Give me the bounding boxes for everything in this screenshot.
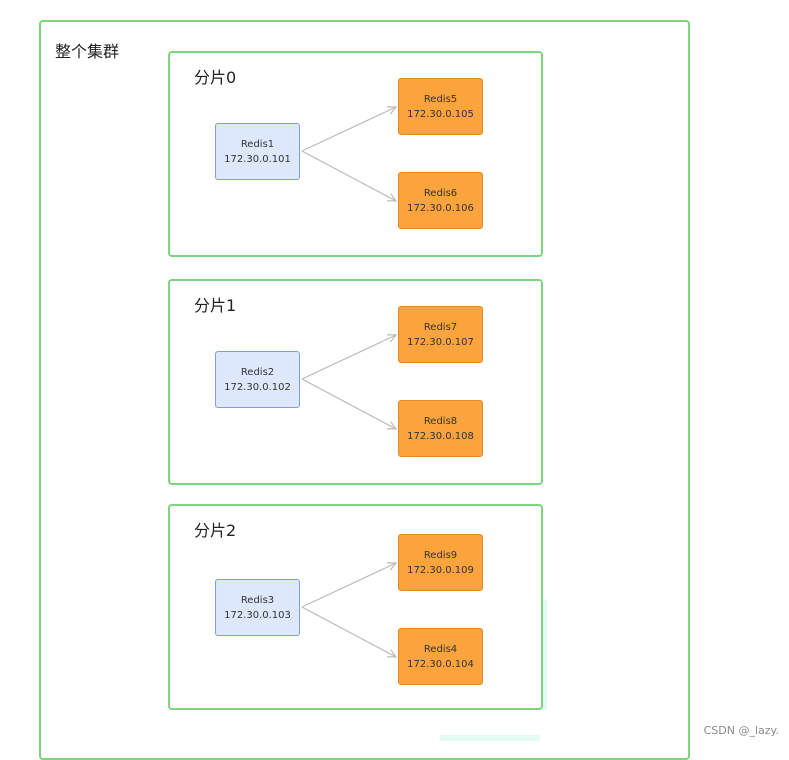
shard-1-title: 分片1 (194, 296, 237, 315)
node-name: Redis9 (423, 549, 458, 561)
node-ip: 172.30.0.102 (224, 381, 291, 393)
node-name: Redis8 (423, 415, 458, 427)
node-ip: 172.30.0.106 (407, 202, 474, 214)
node-ip: 172.30.0.104 (407, 658, 474, 670)
replica-node: Redis5 172.30.0.105 (398, 78, 483, 135)
replica-node: Redis7 172.30.0.107 (398, 306, 483, 363)
node-name: Redis7 (423, 321, 458, 333)
decorative-glow (541, 600, 547, 710)
replica-node: Redis8 172.30.0.108 (398, 400, 483, 457)
watermark: CSDN @_lazy. (703, 724, 779, 737)
replica-node: Redis4 172.30.0.104 (398, 628, 483, 685)
node-name: Redis6 (423, 187, 458, 199)
node-name: Redis1 (240, 138, 275, 150)
shard-2-title: 分片2 (194, 521, 237, 540)
node-ip: 172.30.0.105 (407, 108, 474, 120)
node-ip: 172.30.0.107 (407, 336, 474, 348)
node-name: Redis5 (423, 93, 458, 105)
node-ip: 172.30.0.103 (224, 609, 291, 621)
node-ip: 172.30.0.101 (224, 153, 291, 165)
decorative-glow (440, 735, 540, 741)
replica-node: Redis6 172.30.0.106 (398, 172, 483, 229)
node-ip: 172.30.0.108 (407, 430, 474, 442)
master-node: Redis1 172.30.0.101 (215, 123, 300, 180)
node-name: Redis2 (240, 366, 275, 378)
master-node: Redis3 172.30.0.103 (215, 579, 300, 636)
node-ip: 172.30.0.109 (407, 564, 474, 576)
cluster-title: 整个集群 (55, 42, 120, 61)
master-node: Redis2 172.30.0.102 (215, 351, 300, 408)
shard-0-title: 分片0 (194, 68, 237, 87)
replica-node: Redis9 172.30.0.109 (398, 534, 483, 591)
node-name: Redis3 (240, 594, 275, 606)
node-name: Redis4 (423, 643, 458, 655)
